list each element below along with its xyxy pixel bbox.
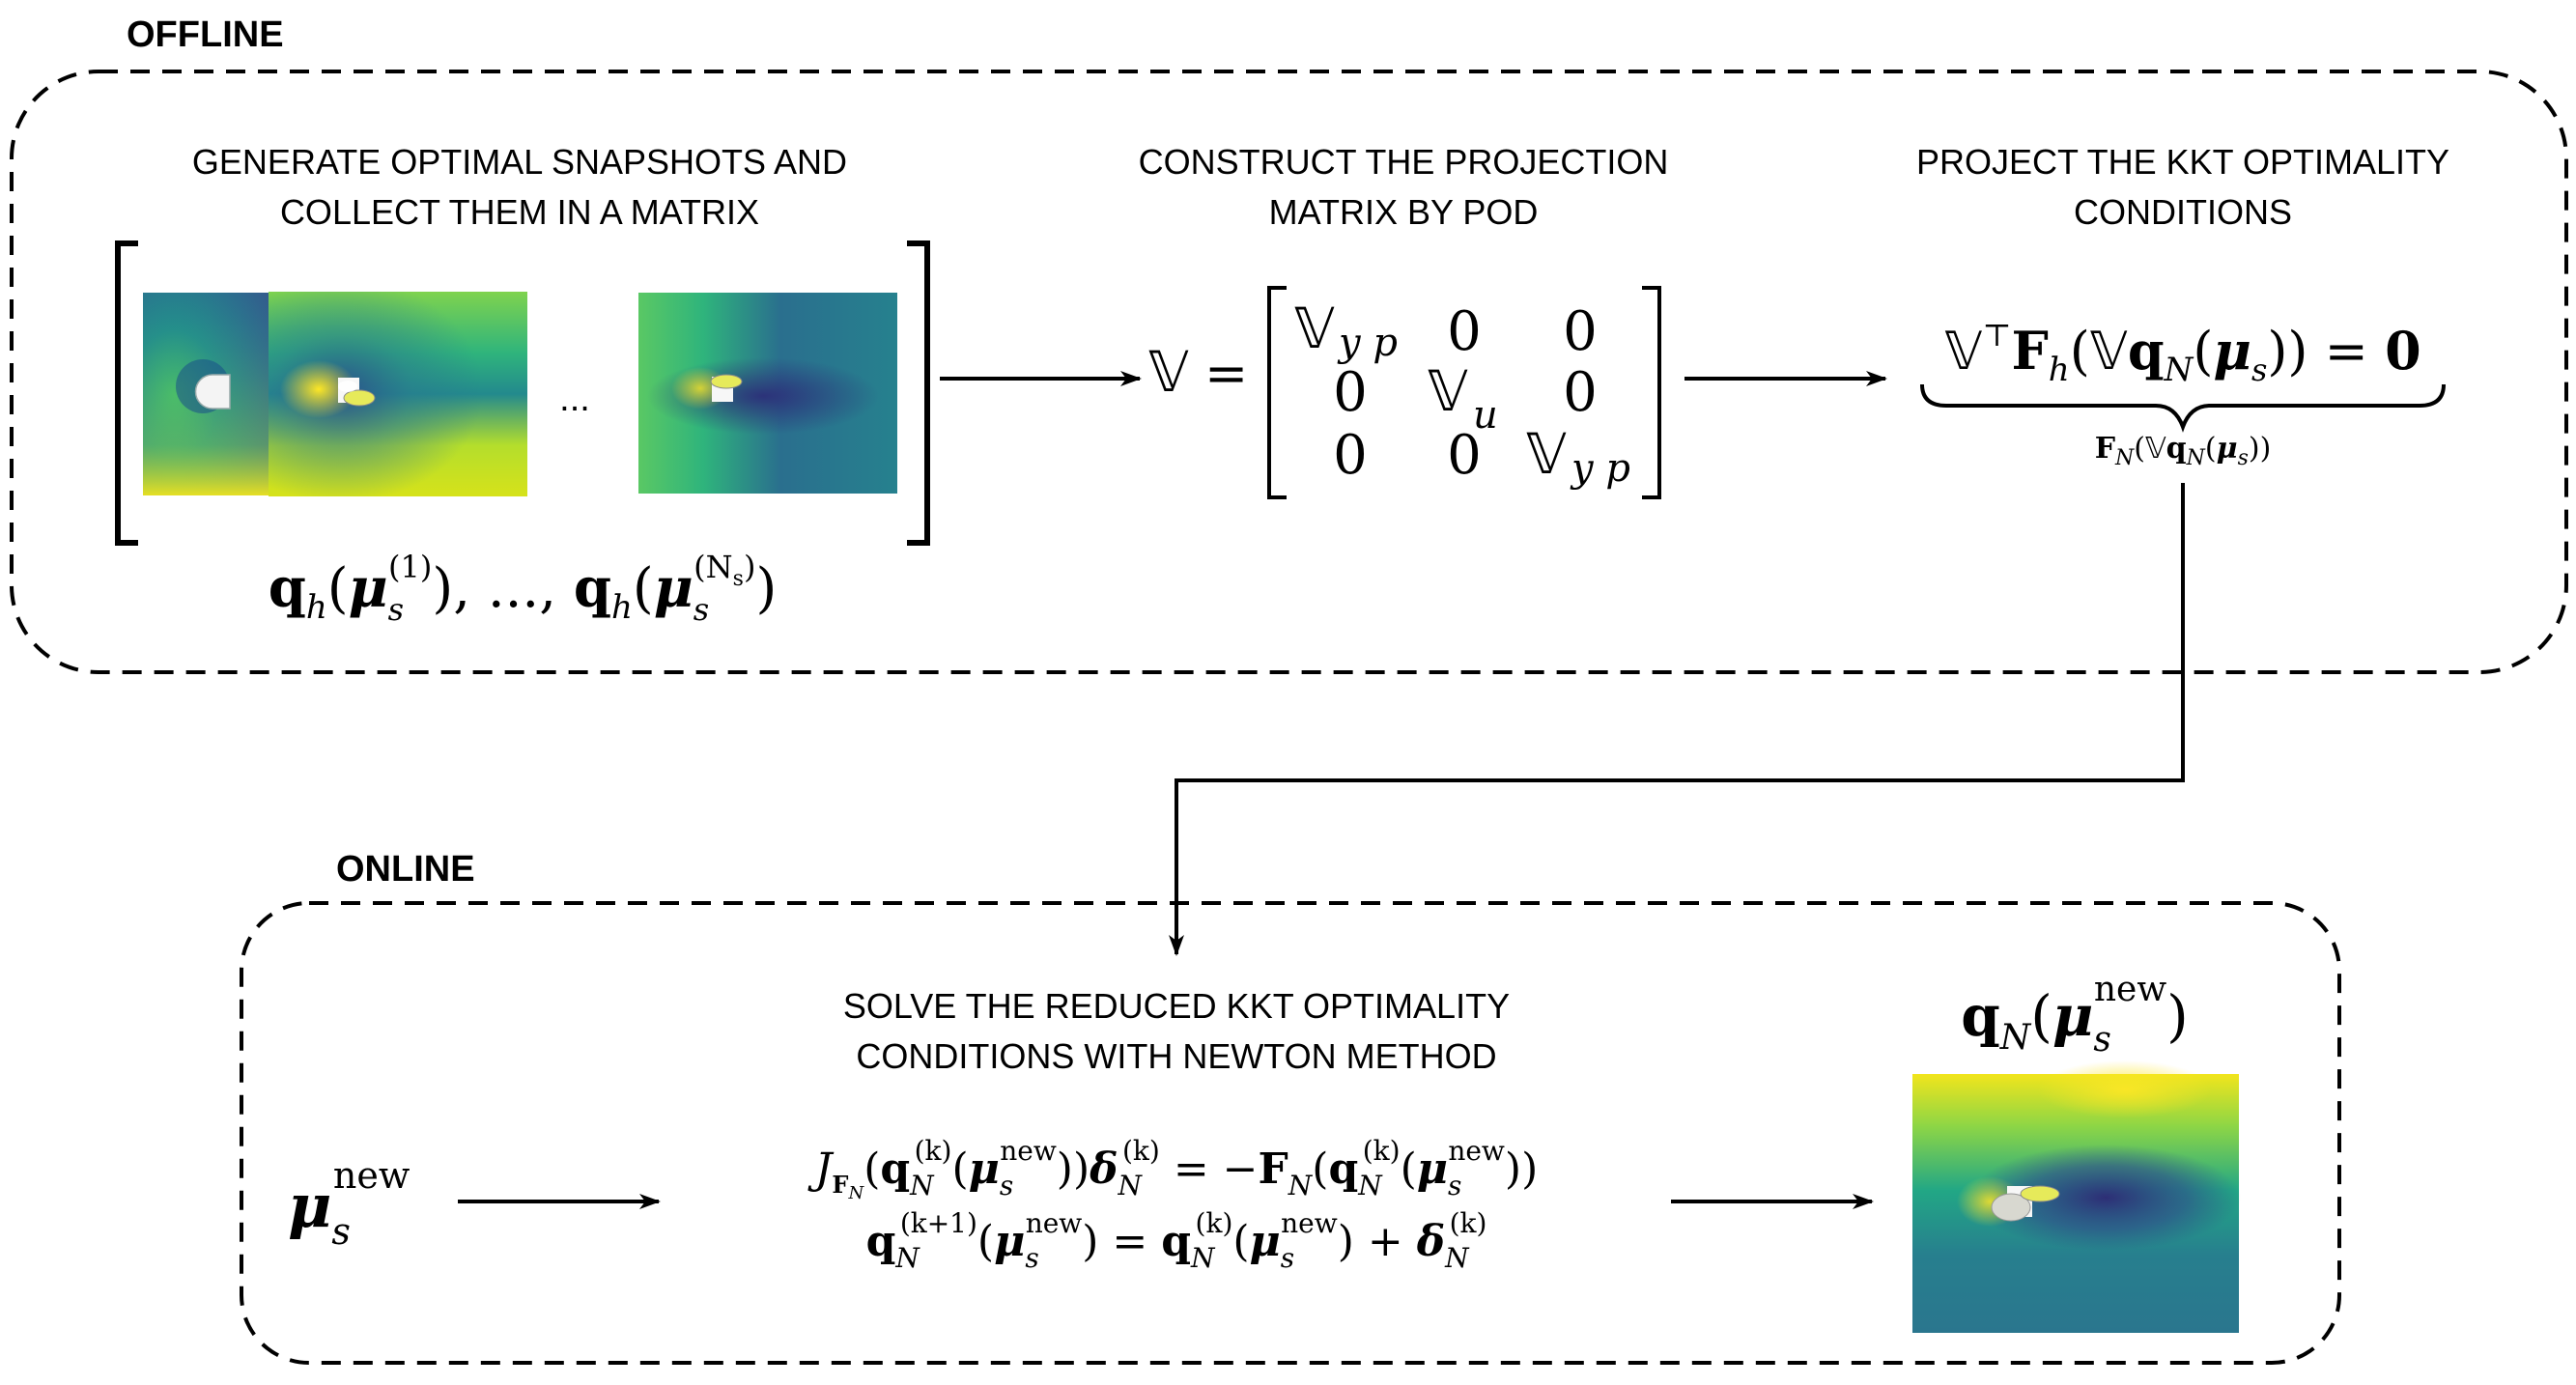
output-solution-formula: qN(μsnew) [1961,970,2189,1060]
newton-equation-2: qN(k+1)(μsnew) = qN(k)(μsnew) + δN(k) [866,1207,1487,1274]
svg-text:𝕍: 𝕍 [1428,358,1468,424]
step3-title-line2: CONDITIONS [2074,192,2292,232]
svg-text:u: u [1473,393,1498,438]
step3-title-line1: PROJECT THE KKT OPTIMALITY [1916,142,2449,182]
output-field [1912,1060,2241,1333]
snapshot-ellipsis: ... [559,379,590,419]
svg-text:𝕍: 𝕍 [1148,339,1189,405]
underbrace [1920,383,2446,433]
snapshot-field-2 [269,292,527,496]
svg-text:0: 0 [1447,300,1482,363]
svg-text:y p: y p [1570,446,1630,491]
underbrace-label: FN(𝕍qN(μs)) [2095,432,2272,470]
step2-title-line2: MATRIX BY POD [1269,192,1539,232]
step2-title-line1: CONSTRUCT THE PROJECTION [1139,142,1669,182]
svg-text:=: = [1204,343,1248,404]
offline-label: OFFLINE [127,14,284,55]
solve-title-line2: CONDITIONS WITH NEWTON METHOD [856,1036,1496,1076]
new-parameter-input: μsnew [288,1154,410,1253]
svg-text:0: 0 [1563,300,1598,363]
svg-text:0: 0 [1333,361,1368,424]
snapshot-matrix-right-bracket [907,240,930,546]
offline-box [10,70,2568,674]
snapshot-field-1 [143,293,286,495]
svg-text:0: 0 [1563,361,1598,424]
online-label: ONLINE [336,849,475,890]
projected-kkt-formula: 𝕍⊤Fh(𝕍qN(μs)) = 0 [1944,317,2420,389]
solve-title-line1: SOLVE THE REDUCED KKT OPTIMALITY [843,986,1510,1026]
snapshot-formula: qh(μs(1)), ..., qh(μs(Ns)) [269,549,778,628]
arrow-offline-to-online [1169,483,2185,956]
projection-matrix-formula: 𝕍 = 𝕍 y p 0 0 0 𝕍 u 0 0 0 𝕍 y p [1148,286,1661,499]
svg-text:𝕍: 𝕍 [1526,421,1567,487]
svg-text:0: 0 [1447,424,1482,487]
step1-title-line1: GENERATE OPTIMAL SNAPSHOTS AND [192,142,847,182]
snapshot-field-n [638,293,897,494]
svg-text:0: 0 [1333,424,1368,487]
online-box [240,901,2341,1365]
snapshot-matrix-left-bracket [115,240,138,546]
svg-text:𝕍: 𝕍 [1294,296,1335,361]
svg-text:y p: y p [1337,321,1398,365]
newton-equation-1: JFN(qN(k)(μsnew))δN(k) = −FN(qN(k)(μsnew… [807,1135,1539,1203]
step1-title-line2: COLLECT THEM IN A MATRIX [280,192,759,232]
